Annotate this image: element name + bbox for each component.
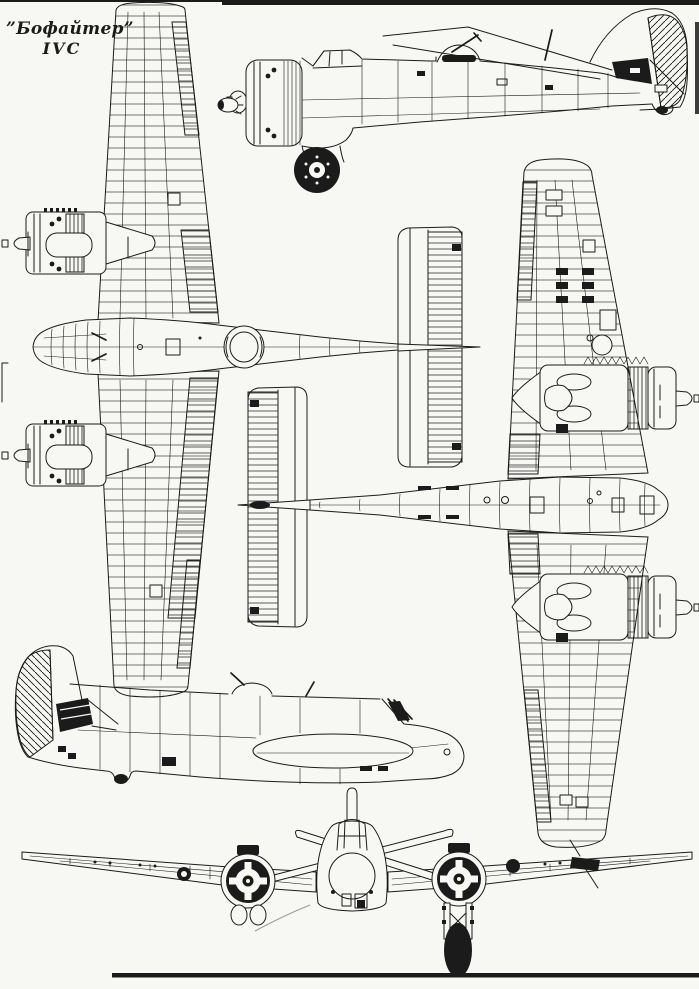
cockpit-canopy [312, 50, 363, 69]
aircraft-name-label: ”Бофайтер” [6, 19, 134, 39]
tail-cone [237, 499, 311, 511]
aerial-mast [544, 29, 553, 61]
windscreen-frames [91, 332, 107, 362]
aileron-upper [171, 21, 200, 136]
wing-upper [97, 1, 220, 324]
tail-wheel [114, 774, 128, 784]
tail-wheel [651, 103, 674, 115]
landing-gear-right [442, 902, 474, 977]
main-wheel [294, 145, 345, 193]
fin-front [346, 787, 358, 829]
side-view-fuselage [14, 645, 465, 785]
ground-line [112, 973, 699, 978]
right-edge-artifact [695, 22, 699, 114]
radar-antenna-wires [569, 839, 599, 889]
title-block: ”Бофайтер” IVC [6, 19, 134, 58]
scan-scratch [254, 904, 311, 932]
flap-upper [180, 229, 219, 313]
page-artifacts [0, 0, 699, 403]
fuselage-profile [27, 683, 465, 785]
front-view [21, 787, 699, 978]
top-border-line-thick [222, 0, 699, 5]
flap-lower [167, 377, 219, 619]
wing-lower [97, 370, 220, 698]
engine-nacelle-lower [1, 420, 156, 487]
tail-fin [589, 8, 688, 111]
main-wheel-front [444, 923, 472, 977]
dorsal-turret [427, 32, 482, 63]
engine-nacelle-lower [511, 565, 699, 642]
aileron-lower [523, 689, 552, 823]
tail-cone [397, 343, 481, 352]
bomb-icon [217, 95, 244, 115]
wing-root-fairing [252, 733, 414, 771]
tailplane-plan [237, 386, 311, 628]
fuel-filler-dome [591, 334, 613, 356]
fuselage-front [316, 819, 388, 912]
engine-nacelle-upper [511, 356, 699, 433]
aerial-mast [305, 681, 315, 697]
radar-antenna-panel [570, 857, 600, 871]
side-view-top [226, 8, 688, 193]
flap-upper [507, 433, 541, 475]
aileron-upper [516, 181, 538, 301]
aircraft-variant-label: IVC [42, 38, 82, 58]
fuselage-profile [301, 49, 653, 149]
engine-right [431, 843, 487, 907]
tailplane-plan [397, 226, 481, 468]
tail-bumper [250, 501, 270, 509]
observer-dome [223, 325, 265, 369]
gear-door-left [230, 904, 248, 926]
dorsal-turret [230, 672, 273, 695]
fuselage-plan [32, 317, 399, 377]
plan-view-port [1, 1, 481, 698]
wing-edge-lines [382, 26, 613, 80]
left-edge-mark [1, 362, 9, 403]
top-border-line [0, 0, 222, 2]
tail-fin [14, 645, 119, 759]
engine-nacelle-upper [1, 208, 156, 275]
plan-view-starboard [237, 158, 699, 848]
flap-lower [507, 533, 541, 575]
engine-cowling [245, 59, 303, 147]
fuselage-plan [244, 476, 669, 534]
rudder-hatching [15, 649, 54, 758]
engine-left [220, 845, 276, 926]
